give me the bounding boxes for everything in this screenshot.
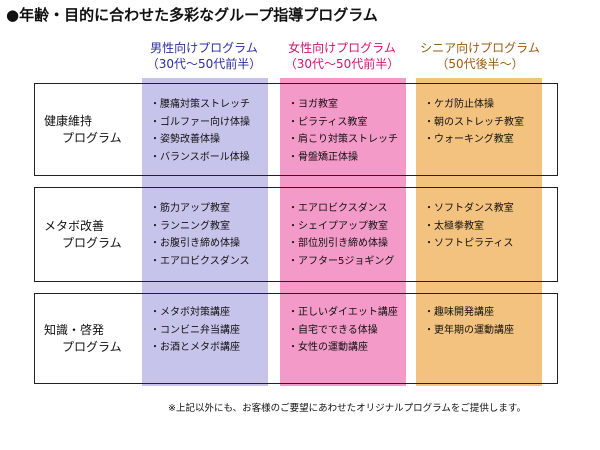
list-item: ピラティス教室: [288, 114, 398, 132]
list-item: お腹引き締め体操: [150, 235, 250, 253]
program-list-knowledge-men: メタボ対策講座 コンビニ弁当講座 お酒とメタボ講座: [150, 304, 240, 357]
list-item: ランニング教室: [150, 218, 250, 236]
list-item: ケガ防止体操: [424, 96, 524, 114]
row-label-health: 健康維持 プログラム: [44, 114, 122, 145]
row-label-metabo: メタボ改善 プログラム: [44, 219, 122, 250]
list-item: 太極拳教室: [424, 218, 514, 236]
column-age: （30代～50代前半）: [146, 57, 262, 71]
list-item: エアロビクスダンス: [150, 253, 250, 271]
list-item: お酒とメタボ講座: [150, 339, 240, 357]
list-item: ヨガ教室: [288, 96, 398, 114]
footnote: ※上記以外にも、お客様のご要望にあわせたオリジナルプログラムをご提供します。: [168, 403, 526, 414]
list-item: 肩こり対策ストレッチ: [288, 131, 398, 149]
column-header-men: 男性向けプログラム （30代～50代前半）: [134, 40, 274, 72]
list-item: ソフトピラティス: [424, 235, 514, 253]
page-title: ●年齢・目的に合わせた多彩なグループ指導プログラム: [6, 6, 378, 24]
list-item: 正しいダイエット講座: [288, 304, 398, 322]
program-list-knowledge-women: 正しいダイエット講座 自宅でできる体操 女性の運動講座: [288, 304, 398, 357]
list-item: 筋力アップ教室: [150, 200, 250, 218]
list-item: 女性の運動講座: [288, 339, 398, 357]
column-name: シニア向けプログラム: [420, 41, 540, 55]
list-item: 骨盤矯正体操: [288, 149, 398, 167]
list-item: 姿勢改善体操: [150, 131, 250, 149]
list-item: エアロビクスダンス: [288, 200, 394, 218]
list-item: シェイプアップ教室: [288, 218, 394, 236]
program-list-health-men: 腰痛対策ストレッチ ゴルファー向け体操 姿勢改善体操 バランスボール体操: [150, 96, 250, 166]
row-box-health: [34, 83, 558, 176]
row-box-knowledge: [34, 293, 558, 384]
list-item: メタボ対策講座: [150, 304, 240, 322]
column-header-women: 女性向けプログラム （30代～50代前半）: [272, 40, 412, 72]
list-item: ゴルファー向け体操: [150, 114, 250, 132]
list-item: ソフトダンス教室: [424, 200, 514, 218]
list-item: 趣味開発講座: [424, 304, 514, 322]
column-name: 男性向けプログラム: [150, 41, 258, 55]
list-item: 部位別引き締め体操: [288, 235, 394, 253]
row-box-metabo: [34, 187, 558, 282]
program-list-metabo-women: エアロビクスダンス シェイプアップ教室 部位別引き締め体操 アフター5ジョギング: [288, 200, 394, 270]
row-label-knowledge: 知識・啓発 プログラム: [44, 323, 122, 354]
column-name: 女性向けプログラム: [288, 41, 396, 55]
column-header-senior: シニア向けプログラム （50代後半～）: [410, 40, 550, 72]
program-list-health-women: ヨガ教室 ピラティス教室 肩こり対策ストレッチ 骨盤矯正体操: [288, 96, 398, 166]
list-item: 更年期の運動講座: [424, 322, 514, 340]
column-age: （50代後半～）: [436, 57, 524, 71]
list-item: 自宅でできる体操: [288, 322, 398, 340]
list-item: ウォーキング教室: [424, 131, 524, 149]
program-list-metabo-senior: ソフトダンス教室 太極拳教室 ソフトピラティス: [424, 200, 514, 253]
list-item: コンビニ弁当講座: [150, 322, 240, 340]
program-list-knowledge-senior: 趣味開発講座 更年期の運動講座: [424, 304, 514, 339]
program-list-health-senior: ケガ防止体操 朝のストレッチ教室 ウォーキング教室: [424, 96, 524, 149]
list-item: 朝のストレッチ教室: [424, 114, 524, 132]
column-age: （30代～50代前半）: [284, 57, 400, 71]
list-item: 腰痛対策ストレッチ: [150, 96, 250, 114]
list-item: アフター5ジョギング: [288, 253, 394, 271]
program-list-metabo-men: 筋力アップ教室 ランニング教室 お腹引き締め体操 エアロビクスダンス: [150, 200, 250, 270]
list-item: バランスボール体操: [150, 149, 250, 167]
